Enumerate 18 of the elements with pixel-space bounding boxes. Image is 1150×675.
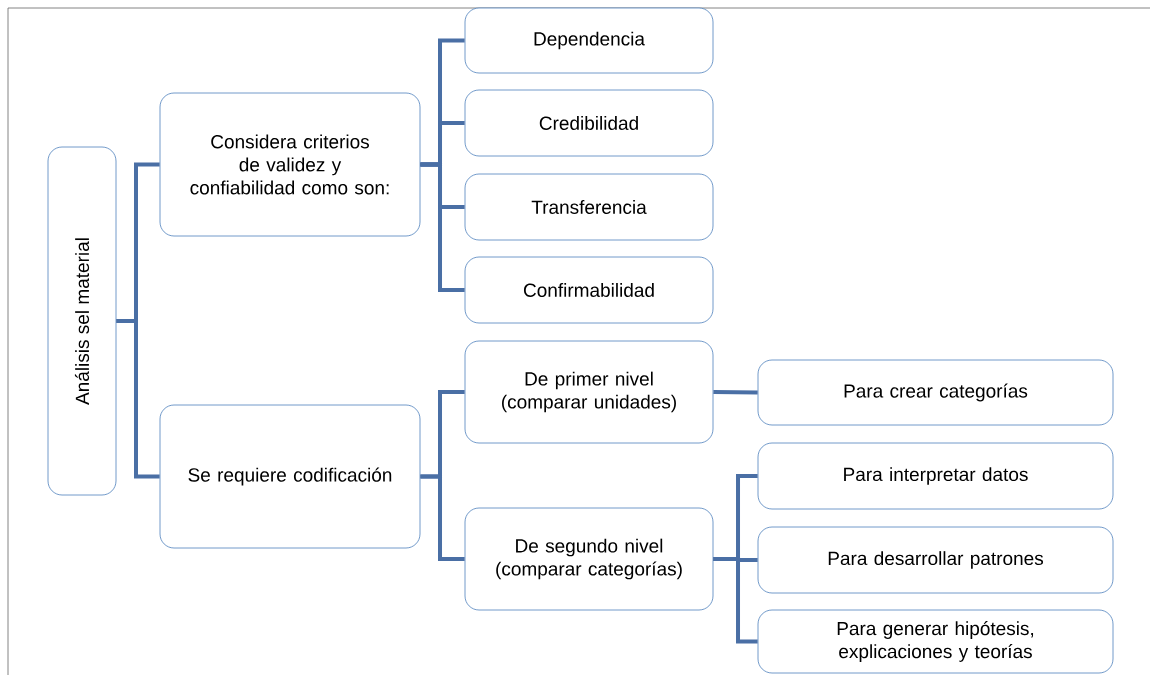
text-box: Dependencia [464, 7, 714, 74]
connector-line [713, 390, 758, 395]
connector-line [420, 162, 465, 292]
text-box: Transferencia [464, 173, 714, 241]
text-box: Considera criterios de validez y confiabilidad como son: [159, 92, 421, 237]
text-box: Para desarrollar patrones [757, 526, 1114, 594]
connector-line [116, 319, 160, 479]
text-box: Confirmabilidad [464, 256, 714, 324]
text-box: Para interpretar datos [757, 442, 1114, 510]
text-box: Se requiere codificación [159, 404, 421, 549]
text-box: De segundo nivel (comparar categorías) [464, 507, 714, 611]
text-box: Para crear categorías [757, 359, 1114, 426]
text-box: De primer nivel (comparar unidades) [464, 340, 714, 444]
text-box: Análisis sel material [47, 146, 117, 496]
connector-line [713, 557, 758, 644]
connector-line [420, 474, 465, 561]
text-box: Credibilidad [464, 89, 714, 157]
text-box: Para generar hipótesis, explicaciones y teorías [757, 609, 1114, 674]
